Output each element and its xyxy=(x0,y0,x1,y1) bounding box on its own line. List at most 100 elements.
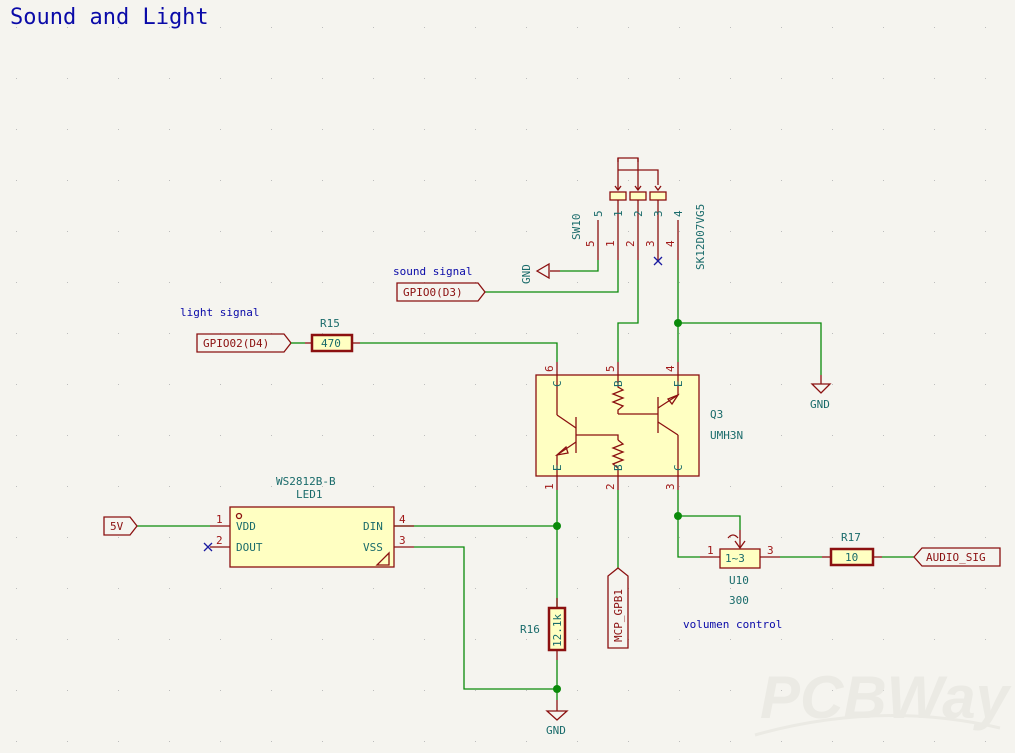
grid-dot xyxy=(832,588,833,589)
grid-dot xyxy=(271,486,272,487)
grid-dot xyxy=(679,180,680,181)
grid-dot xyxy=(322,180,323,181)
net-label-gpio0[interactable]: GPIO0(D3) xyxy=(396,282,486,302)
u10-pin-number: 3 xyxy=(767,544,774,557)
grid-dot xyxy=(781,435,782,436)
grid-dot xyxy=(679,690,680,691)
grid-dot xyxy=(271,384,272,385)
grid-dot xyxy=(781,690,782,691)
sw-pin-label: 1 xyxy=(612,210,625,217)
grid-dot xyxy=(322,231,323,232)
potentiometer-u10[interactable]: 1~3 1 3 U10 300 xyxy=(700,530,780,607)
led-ws2812b[interactable]: VDD DOUT DIN VSS 1 2 4 3 WS2812B-B LED1 xyxy=(210,475,414,568)
grid-dot xyxy=(67,639,68,640)
grid-dot xyxy=(169,78,170,79)
grid-dot xyxy=(118,282,119,283)
led1-pin-din: DIN xyxy=(363,520,383,533)
grid-dot xyxy=(373,129,374,130)
wire xyxy=(678,515,741,530)
grid-dot xyxy=(373,435,374,436)
grid-dot xyxy=(220,282,221,283)
corner-marker-icon xyxy=(375,551,390,566)
grid-dot xyxy=(526,435,527,436)
grid-dot xyxy=(934,537,935,538)
grid-dot xyxy=(985,486,986,487)
grid-dot xyxy=(781,27,782,28)
net-label-mcp-gpb1[interactable]: MCP_GPB1 xyxy=(607,567,629,649)
grid-dot xyxy=(832,639,833,640)
grid-dot xyxy=(934,282,935,283)
transistor-q3[interactable]: 6 5 4 1 2 3 C B E E B C Q3 UMH3N xyxy=(535,362,743,490)
q3-base-link xyxy=(576,434,619,440)
switch-sw10[interactable]: 5 1 2 3 4 5 2 1 3 4 SW10 SK12D07VG5 xyxy=(570,157,707,270)
grid-dot xyxy=(832,384,833,385)
grid-dot xyxy=(475,690,476,691)
sw-pin-label: 3 xyxy=(652,210,665,217)
grid-dot xyxy=(475,741,476,742)
grid-dot xyxy=(934,690,935,691)
power-gnd-right[interactable]: GND xyxy=(810,375,832,411)
grid-dot xyxy=(628,129,629,130)
grid-dot xyxy=(118,588,119,589)
sw-link-top xyxy=(617,157,639,162)
grid-dot xyxy=(118,486,119,487)
sw-pin-label: 5 xyxy=(592,210,605,217)
grid-dot xyxy=(271,588,272,589)
net-label-audio-sig[interactable]: AUDIO_SIG xyxy=(913,547,1001,567)
grid-dot xyxy=(985,333,986,334)
q3-pin-name: B xyxy=(612,464,625,471)
grid-dot xyxy=(67,690,68,691)
power-gnd-bottom[interactable]: GND xyxy=(545,700,569,737)
grid-dot xyxy=(985,231,986,232)
grid-dot xyxy=(169,537,170,538)
grid-dot xyxy=(271,180,272,181)
label-text: MCP_GPB1 xyxy=(612,589,625,642)
label-text: AUDIO_SIG xyxy=(926,551,986,564)
grid-dot xyxy=(883,78,884,79)
q3-pin-name: E xyxy=(551,464,564,471)
wire xyxy=(485,260,619,293)
grid-dot xyxy=(832,129,833,130)
grid-dot xyxy=(526,27,527,28)
grid-dot xyxy=(934,741,935,742)
sw-contact-3 xyxy=(649,191,667,201)
grid-dot xyxy=(16,333,17,334)
resistor-icon xyxy=(611,385,625,414)
grid-dot xyxy=(475,486,476,487)
power-gnd-switch[interactable]: GND xyxy=(520,262,560,284)
grid-dot xyxy=(883,435,884,436)
r15-value: 470 xyxy=(321,337,341,350)
q3-pin-number: 2 xyxy=(604,483,617,490)
grid-dot xyxy=(730,588,731,589)
grid-dot xyxy=(118,690,119,691)
no-connect-icon xyxy=(653,256,663,266)
grid-dot xyxy=(16,690,17,691)
grid-dot xyxy=(985,384,986,385)
grid-dot xyxy=(934,639,935,640)
net-label-gpio02[interactable]: GPIO02(D4) xyxy=(196,333,292,353)
grid-dot xyxy=(577,231,578,232)
grid-dot xyxy=(271,282,272,283)
grid-dot xyxy=(67,741,68,742)
grid-dot xyxy=(271,690,272,691)
grid-dot xyxy=(985,78,986,79)
label-outline xyxy=(396,282,486,302)
label-outline xyxy=(913,547,1001,567)
grid-dot xyxy=(169,639,170,640)
grid-dot xyxy=(679,333,680,334)
grid-dot xyxy=(475,129,476,130)
grid-dot xyxy=(883,639,884,640)
grid-dot xyxy=(679,129,680,130)
q3-emitter-arrow xyxy=(554,445,569,457)
resistor-r16[interactable]: 12.1k R16 xyxy=(520,598,567,660)
grid-dot xyxy=(67,180,68,181)
resistor-r15[interactable]: R15 470 xyxy=(305,317,360,353)
grid-dot xyxy=(985,435,986,436)
resistor-r17[interactable]: R17 10 xyxy=(822,531,882,567)
net-label-5v[interactable]: 5V xyxy=(103,516,138,536)
grid-dot xyxy=(67,486,68,487)
grid-dot xyxy=(730,435,731,436)
grid-dot xyxy=(730,741,731,742)
grid-dot xyxy=(424,690,425,691)
grid-dot xyxy=(220,180,221,181)
